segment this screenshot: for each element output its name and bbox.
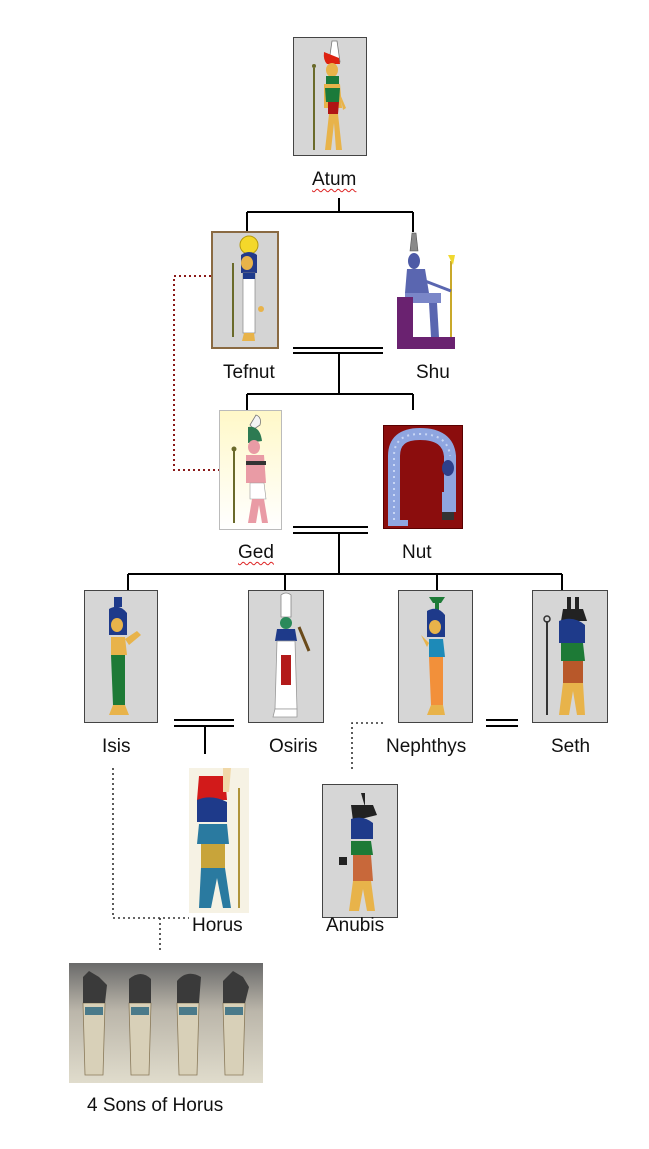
- goddess-basket-crown-icon: [421, 597, 445, 715]
- nephthys-label: Nephthys: [386, 736, 467, 757]
- tefnut-label: Tefnut: [223, 362, 275, 383]
- nut-card[interactable]: [383, 425, 463, 529]
- god-seated-feather-icon: [397, 232, 455, 349]
- seth-card[interactable]: [532, 590, 608, 723]
- atum-label: Atum: [312, 169, 357, 190]
- god-jackal-head-icon: [339, 793, 377, 911]
- god-goose-crown-icon: [231, 414, 268, 523]
- god-falcon-head-icon: [197, 768, 240, 908]
- goddess-sun-disk-icon: [232, 235, 264, 341]
- sons-label: 4 Sons of Horus: [87, 1095, 224, 1116]
- ged-card[interactable]: [219, 410, 282, 530]
- horus-card[interactable]: [189, 768, 249, 913]
- nephthys-card[interactable]: [398, 590, 473, 723]
- nut-label: Nut: [402, 542, 432, 563]
- shu-label: Shu: [416, 362, 450, 383]
- god-double-crown-icon: [312, 40, 346, 150]
- isis-card[interactable]: [84, 590, 158, 723]
- osiris-label: Osiris: [269, 736, 318, 757]
- osiris-card[interactable]: [248, 590, 324, 723]
- goddess-throne-crown-icon: [109, 597, 141, 715]
- anubis-card[interactable]: [322, 784, 398, 918]
- horus-label: Horus: [192, 915, 243, 936]
- tefnut-card[interactable]: [211, 231, 279, 349]
- isis-label: Isis: [102, 736, 131, 757]
- god-atef-crown-icon: [272, 592, 311, 718]
- canopic-jars-icon: [82, 971, 249, 1076]
- atum-card[interactable]: [293, 37, 367, 156]
- seth-label: Seth: [551, 736, 591, 757]
- god-seth-animal-icon: [543, 597, 587, 715]
- shu-card[interactable]: [385, 231, 465, 351]
- sons-card[interactable]: [69, 963, 263, 1083]
- ged-label: Ged: [238, 542, 274, 563]
- anubis-label: Anubis: [326, 915, 385, 936]
- goddess-arched-sky-icon: [388, 427, 456, 526]
